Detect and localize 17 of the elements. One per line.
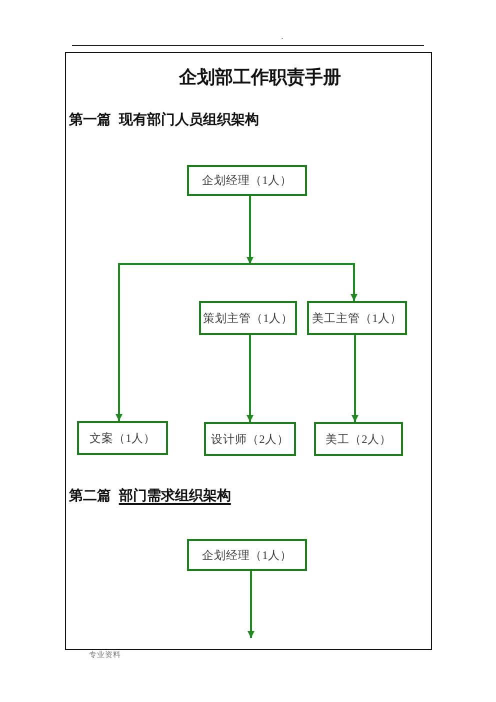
arrow bbox=[248, 571, 254, 638]
arrow bbox=[246, 335, 254, 422]
header-dot: . bbox=[281, 31, 284, 42]
role-box: 策划主管（1人） bbox=[199, 301, 297, 335]
role-box: 美工（2人） bbox=[314, 422, 403, 456]
role-box: 企划经理（1人） bbox=[187, 539, 307, 571]
arrow bbox=[352, 335, 358, 422]
section-heading: 第一篇 现有部门人员组织架构 bbox=[69, 111, 259, 128]
role-box: 美工主管（1人） bbox=[307, 301, 407, 335]
arrow bbox=[116, 263, 250, 421]
role-box: 文案（1人） bbox=[77, 421, 168, 455]
title: 企划部工作职责手册 bbox=[179, 67, 341, 88]
role-box: 企划经理（1人） bbox=[187, 165, 307, 196]
arrow bbox=[246, 196, 254, 264]
section-heading: 第二篇 部门需求组织架构 bbox=[69, 487, 231, 504]
arrow bbox=[250, 263, 358, 301]
role-box: 设计师（2人） bbox=[204, 422, 296, 456]
